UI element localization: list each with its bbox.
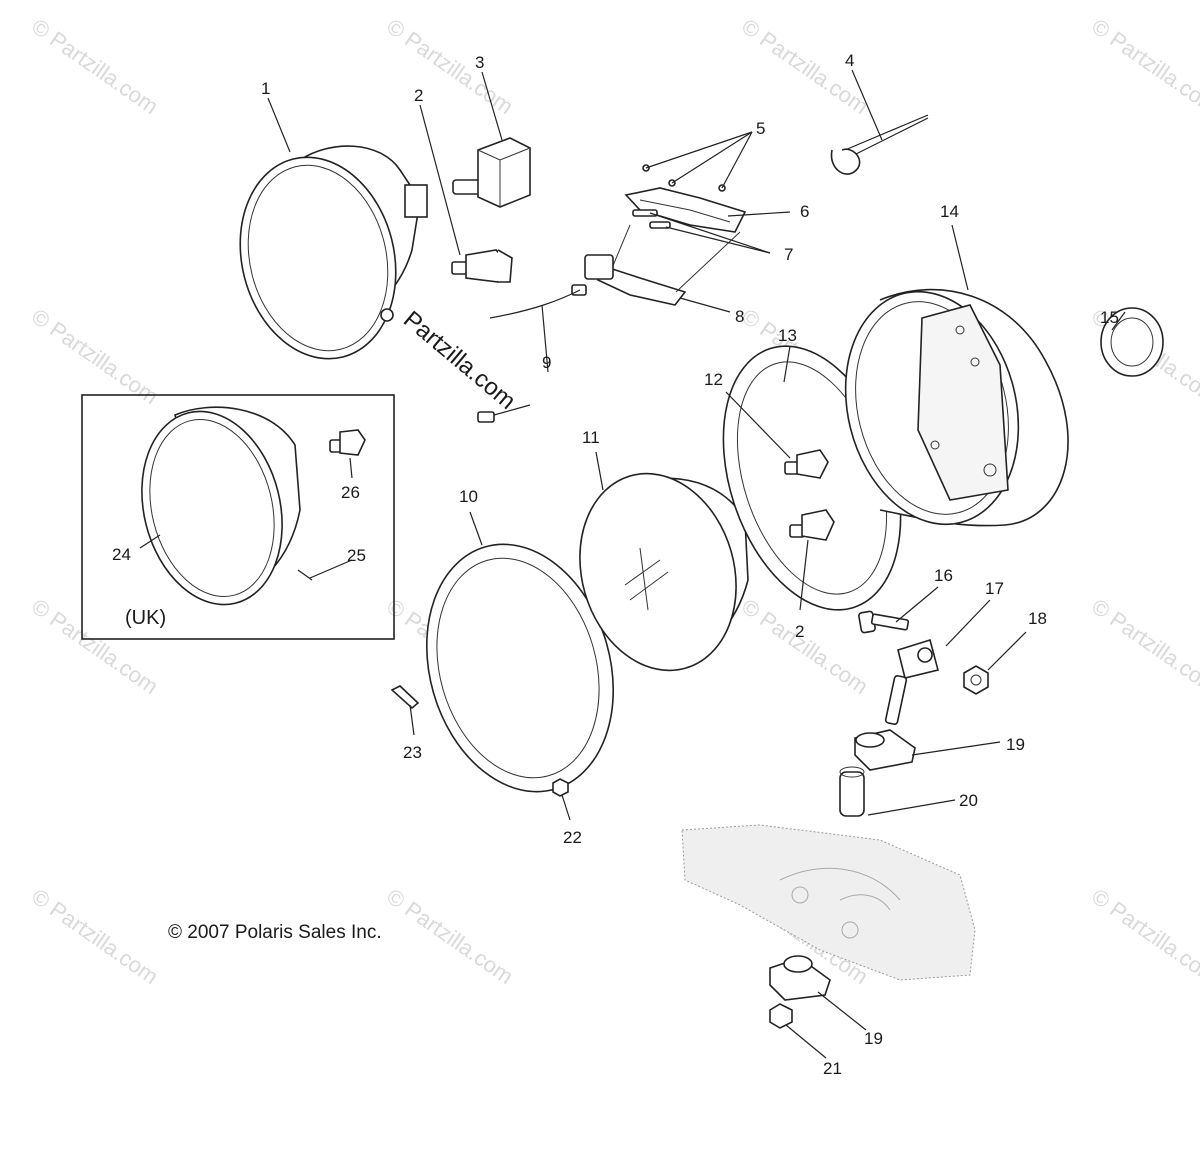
part-bushing-upper — [854, 729, 916, 771]
part-spacer — [839, 766, 865, 817]
callout-26: 26 — [341, 483, 360, 502]
watermark: © Partzilla.com — [27, 304, 163, 410]
part-trim-ring — [425, 543, 615, 793]
watermark: © Partzilla.com — [737, 594, 873, 700]
callout-2: 2 — [414, 86, 423, 105]
callout-23: 23 — [403, 743, 422, 762]
copyright-text: © 2007 Polaris Sales Inc. — [168, 922, 382, 943]
watermark: © Partzilla.com — [1087, 884, 1200, 990]
watermark: © Partzilla.com — [382, 14, 518, 120]
uk-inset-box: (UK) — [81, 394, 395, 640]
part-screw — [390, 685, 420, 710]
part-bushing-lower — [769, 955, 831, 1001]
callout-8: 8 — [735, 307, 744, 326]
watermark: © Partzilla.com — [27, 884, 163, 990]
callout-5: 5 — [756, 119, 765, 138]
leader-lines — [139, 69, 1126, 1059]
callout-19: 19 — [1006, 735, 1025, 754]
callout-21: 21 — [823, 1059, 842, 1078]
callout-16: 16 — [934, 566, 953, 585]
part-headlight-assembly — [239, 145, 428, 360]
part-cable-tie — [830, 114, 929, 175]
brand-watermark: Partzilla.com — [398, 306, 521, 415]
callout-2-lower: 2 — [795, 622, 804, 641]
part-fork-bracket-phantom — [681, 824, 976, 981]
part-sealed-beam — [579, 472, 749, 672]
part-lower-nut — [769, 1003, 793, 1029]
callout-11: 11 — [582, 428, 600, 447]
callout-17: 17 — [985, 579, 1004, 598]
callout-20: 20 — [959, 791, 978, 810]
callout-1: 1 — [261, 79, 270, 98]
callout-7: 7 — [784, 245, 793, 264]
part-nut — [963, 665, 989, 695]
watermark: © Partzilla.com — [1087, 594, 1200, 700]
callout-18: 18 — [1028, 609, 1047, 628]
callout-12: 12 — [704, 370, 723, 389]
callout-3: 3 — [475, 53, 484, 72]
watermark: © Partzilla.com — [1087, 14, 1200, 120]
part-bolt — [858, 610, 910, 634]
callout-25: 25 — [347, 546, 366, 565]
part-bracket-assembly — [597, 164, 747, 306]
part-small-nut — [552, 778, 569, 797]
part-bulb-upper — [451, 249, 513, 283]
watermark: © Partzilla.com — [382, 884, 518, 990]
uk-label: (UK) — [125, 607, 166, 629]
part-headlight-bucket — [844, 288, 1069, 527]
part-wiring-harness — [477, 254, 614, 423]
callout-10: 10 — [459, 487, 478, 506]
part-stud-bracket — [884, 638, 939, 725]
callout-9: 9 — [542, 353, 551, 372]
watermark: © Partzilla.com — [27, 14, 163, 120]
callout-14: 14 — [940, 202, 959, 221]
callout-6: 6 — [800, 202, 809, 221]
callout-24: 24 — [112, 545, 131, 564]
part-ballast — [452, 137, 531, 208]
callout-22: 22 — [563, 828, 582, 847]
part-grommet — [1100, 307, 1164, 377]
callout-15: 15 — [1100, 308, 1119, 327]
callout-19-lower: 19 — [864, 1029, 883, 1048]
callout-4: 4 — [845, 51, 854, 70]
callouts: 1 2 3 4 5 6 7 8 9 10 11 12 13 14 15 16 1… — [112, 51, 1119, 1078]
callout-13: 13 — [778, 326, 797, 345]
